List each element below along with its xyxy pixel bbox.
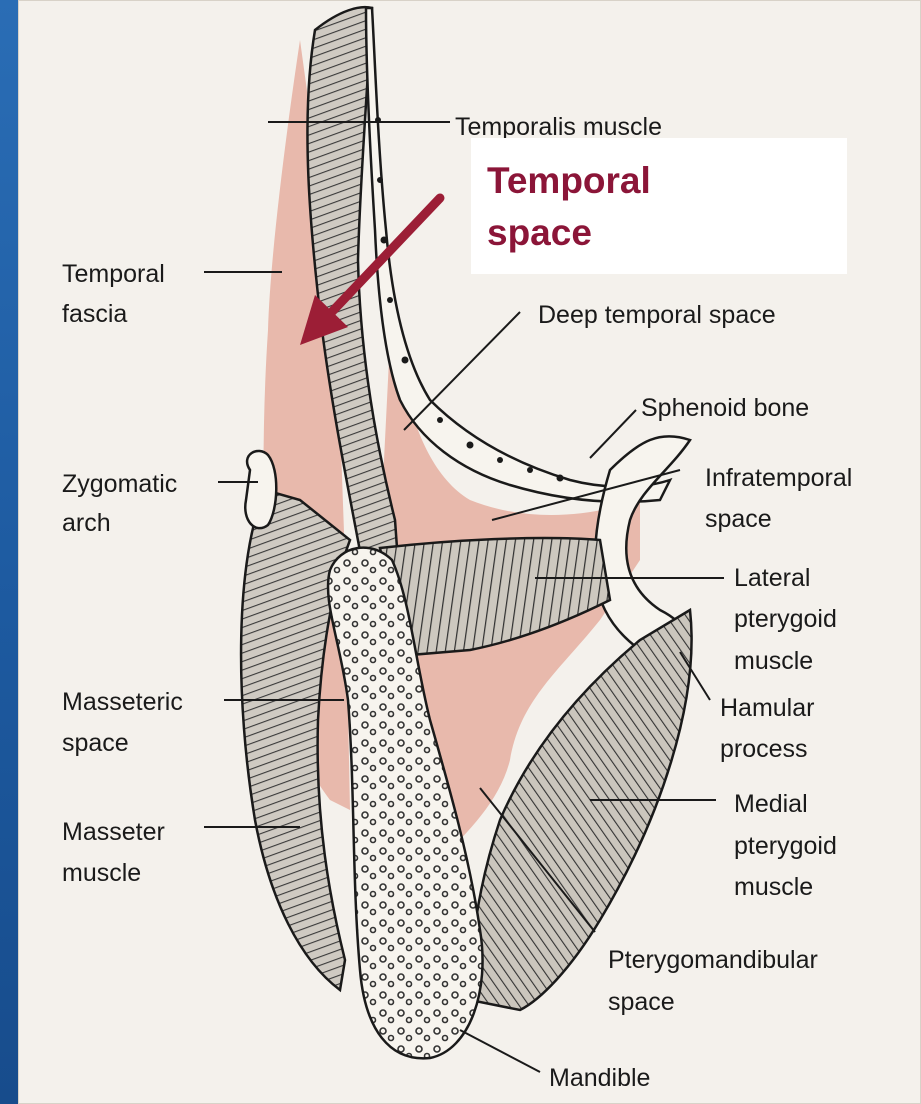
label-lateral-pterygoid-line3: muscle (734, 647, 813, 675)
label-temporal-fascia-line2: fascia (62, 300, 127, 328)
callout-title-line1: Temporal (487, 160, 651, 202)
anatomy-figure: Temporalis muscle Temporal fascia Deep t… (18, 0, 921, 1104)
callout-title-line2: space (487, 212, 592, 254)
lead-deep-temporal-space (404, 312, 520, 430)
label-deep-temporal-space: Deep temporal space (538, 301, 776, 329)
temporal-space-callout: Temporal space (471, 138, 847, 274)
label-sphenoid-bone: Sphenoid bone (641, 394, 809, 422)
label-infratemporal-space-line1: Infratemporal (705, 464, 852, 492)
label-masseter-muscle-line2: muscle (62, 859, 141, 887)
label-temporal-fascia-line1: Temporal (62, 260, 165, 288)
label-hamular-process-line1: Hamular (720, 694, 814, 722)
label-pterygomandibular-space-line1: Pterygomandibular (608, 946, 818, 974)
label-masseter-muscle-line1: Masseter (62, 818, 165, 846)
lead-mandible (460, 1030, 540, 1072)
label-masseteric-space-line2: space (62, 729, 129, 757)
label-infratemporal-space-line2: space (705, 505, 772, 533)
lead-sphenoid-bone (590, 410, 636, 458)
zygomatic-arch-shape (245, 451, 276, 528)
label-temporalis-muscle: Temporalis muscle (455, 113, 662, 141)
label-lateral-pterygoid-line2: pterygoid (734, 605, 837, 633)
label-hamular-process-line2: process (720, 735, 808, 763)
label-lateral-pterygoid-line1: Lateral (734, 564, 810, 592)
label-pterygomandibular-space-line2: space (608, 988, 675, 1016)
label-zygomatic-arch-line1: Zygomatic (62, 470, 177, 498)
label-medial-pterygoid-line3: muscle (734, 873, 813, 901)
label-medial-pterygoid-line1: Medial (734, 790, 808, 818)
label-medial-pterygoid-line2: pterygoid (734, 832, 837, 860)
label-mandible: Mandible (549, 1064, 650, 1092)
label-masseteric-space-line1: Masseteric (62, 688, 183, 716)
label-zygomatic-arch-line2: arch (62, 509, 111, 537)
